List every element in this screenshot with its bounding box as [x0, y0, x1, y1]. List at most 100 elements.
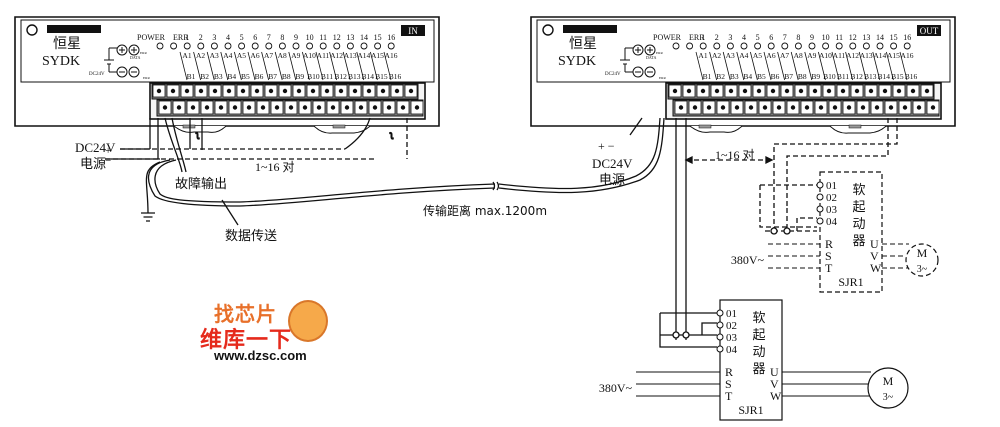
in-led-icon — [333, 42, 341, 50]
out-a-label: A10 — [819, 51, 832, 60]
ground-icon — [141, 212, 155, 222]
out-a-label: A15 — [887, 51, 900, 60]
out-a-label: A12 — [846, 51, 859, 60]
in-a-label: A4 — [223, 51, 232, 60]
starter-bottom-output-label: U — [770, 365, 779, 379]
starter-bottom-motor-icon — [867, 367, 909, 409]
watermark-top-text: 找芯片 — [214, 302, 277, 326]
out-led-icon — [767, 42, 775, 50]
starter-bottom-terminal-label: 02 — [726, 320, 737, 332]
out-led-icon — [713, 42, 721, 50]
starter-bottom-box — [719, 299, 783, 421]
out-led-label: 16 — [903, 33, 911, 42]
out-led-label: 7 — [783, 33, 787, 42]
out-led-icon — [835, 42, 843, 50]
out-led-label: 8 — [796, 33, 800, 42]
in-b-label: B4 — [227, 72, 236, 81]
starter-bottom-output-label: W — [770, 389, 782, 403]
out-b-label: B1 — [703, 72, 712, 81]
in-b-label: B6 — [255, 72, 264, 81]
out-led-icon — [672, 42, 680, 50]
out-led-icon — [754, 42, 762, 50]
right-power-pm: + − — [598, 139, 615, 153]
out-led-label-power: POWER — [653, 33, 682, 42]
in-b-label: B7 — [268, 72, 277, 81]
starter-top-input-label: S — [825, 249, 832, 263]
out-b-label: B12 — [850, 72, 863, 81]
in-led-icon — [319, 42, 327, 50]
distance-label: 传输距离 max.1200m — [423, 203, 547, 218]
out-err-small-a: ERR — [656, 51, 663, 55]
starter-bottom-name-char: 软 — [752, 311, 765, 326]
in-a-label: A9 — [291, 51, 300, 60]
leader-line — [629, 117, 643, 136]
out-b-label: B13 — [864, 72, 877, 81]
in-led-label: 2 — [199, 33, 203, 42]
in-led-icon — [210, 42, 218, 50]
in-led-label: 9 — [294, 33, 298, 42]
in-label-plate — [47, 25, 101, 33]
left-switch-wire — [344, 117, 371, 150]
in-a-label: A14 — [357, 51, 370, 60]
starter-top-name-char: 起 — [852, 200, 865, 215]
out-a-label: A8 — [794, 51, 803, 60]
in-led-label: 16 — [387, 33, 395, 42]
in-a-label: A13 — [344, 51, 357, 60]
in-dc24v-small: DC24V — [89, 72, 105, 77]
in-led-label-power: POWER — [137, 33, 166, 42]
in-a-label: A10 — [303, 51, 316, 60]
switch-icon: ʅ — [195, 131, 200, 141]
out-a-label: A7 — [780, 51, 789, 60]
in-tag-text: IN — [408, 26, 418, 36]
out-brand-cn: 恒星 — [569, 36, 597, 52]
in-led-icon — [346, 42, 354, 50]
starter-top-terminal-icon — [816, 217, 824, 225]
starter-top-supply-label: 380V~ — [731, 253, 765, 267]
dashed-control-wire — [786, 118, 889, 208]
out-led-icon — [794, 42, 802, 50]
out-tag-text: OUT — [920, 26, 939, 36]
contact-icon — [783, 227, 791, 235]
out-led-icon — [699, 42, 707, 50]
in-a-label: A3 — [210, 51, 219, 60]
in-led-label: 5 — [240, 33, 244, 42]
in-led-label: 13 — [346, 33, 354, 42]
out-led-icon — [686, 42, 694, 50]
out-a-label: A16 — [901, 51, 914, 60]
in-led-label: 8 — [280, 33, 284, 42]
starter-bottom-terminal-label: 01 — [726, 308, 737, 320]
out-a-label: A3 — [726, 51, 735, 60]
in-a-label: A11 — [317, 51, 330, 60]
out-led-icon — [740, 42, 748, 50]
in-b-label: B16 — [389, 72, 402, 81]
in-led-label-err: ERR — [173, 33, 189, 42]
right-power-label-cn: 电源 — [599, 173, 625, 188]
starter-top-output-label: U — [870, 237, 879, 251]
minus-sign: − — [105, 155, 111, 167]
in-b-label: B10 — [307, 72, 320, 81]
in-led-icon — [170, 42, 178, 50]
out-a-label: A13 — [860, 51, 873, 60]
data-cable — [498, 117, 665, 194]
starter-top-output-label: W — [870, 261, 882, 275]
in-a-label: A2 — [196, 51, 205, 60]
data-transfer-label: 数据传送 — [225, 229, 277, 244]
out-b-label: B14 — [878, 72, 891, 81]
out-b-label: B2 — [716, 72, 725, 81]
in-led-icon — [183, 42, 191, 50]
watermark-url: www.dzsc.com — [214, 348, 307, 363]
starter-bottom-terminal-label: 03 — [726, 332, 738, 344]
starter-top-model: SJR1 — [838, 275, 863, 289]
switch-icon: ʅ — [389, 131, 394, 141]
starter-top-terminal-label: 01 — [826, 180, 837, 192]
in-led-icon — [387, 42, 395, 50]
in-latch — [173, 125, 227, 133]
right-pairs-label: 1~16 对 — [715, 148, 755, 162]
in-b-label: B9 — [295, 72, 304, 81]
in-err-small-b: ERR — [143, 76, 150, 80]
out-led-icon — [849, 42, 857, 50]
arrow-left-icon — [684, 155, 693, 165]
